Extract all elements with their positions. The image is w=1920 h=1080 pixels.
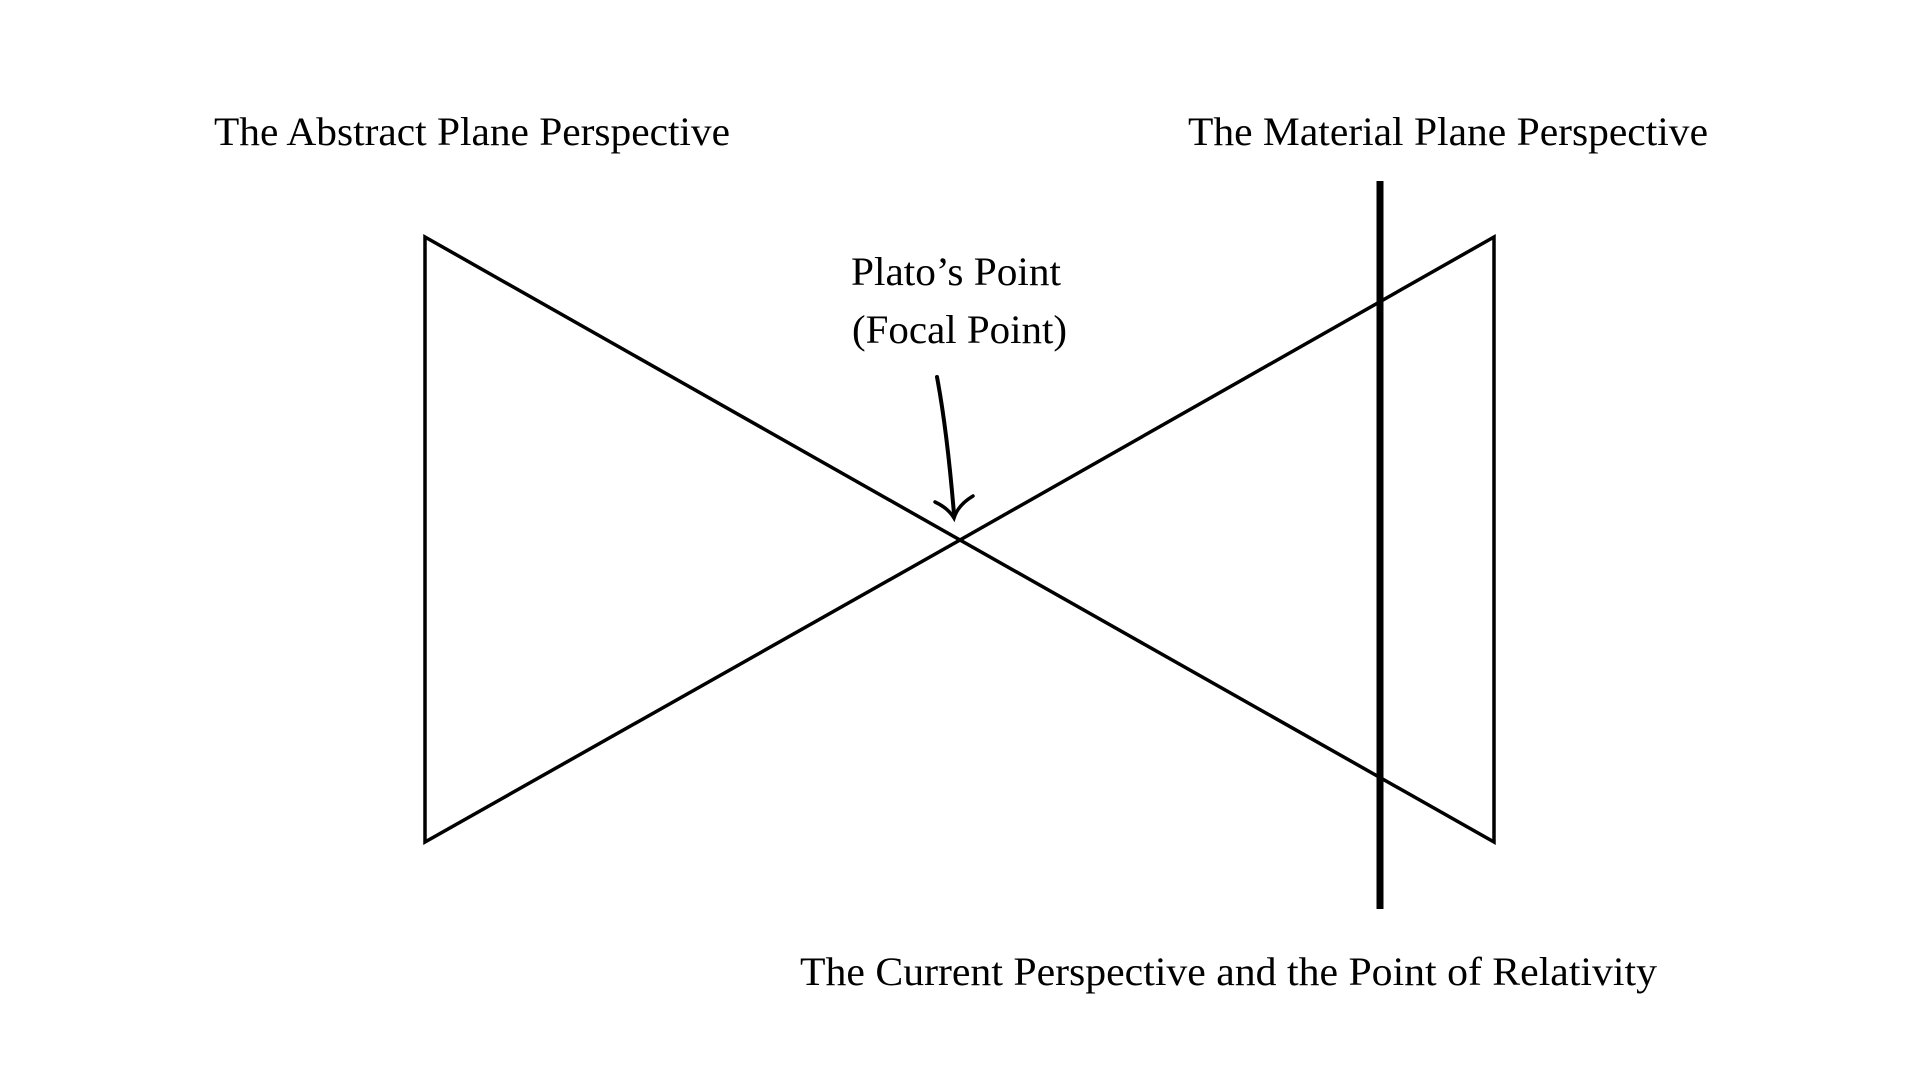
platos-point-label: Plato’s Point [851, 249, 1061, 294]
arrowhead-icon [933, 494, 975, 523]
focal-point-arrow [935, 375, 956, 516]
focal-point-label: (Focal Point) [852, 307, 1067, 352]
material-plane-triangle [956, 233, 1496, 846]
abstract-plane-label: The Abstract Plane Perspective [214, 109, 730, 154]
current-perspective-label: The Current Perspective and the Point of… [800, 949, 1657, 994]
material-plane-label: The Material Plane Perspective [1188, 109, 1708, 154]
abstract-plane-triangle [423, 233, 964, 845]
